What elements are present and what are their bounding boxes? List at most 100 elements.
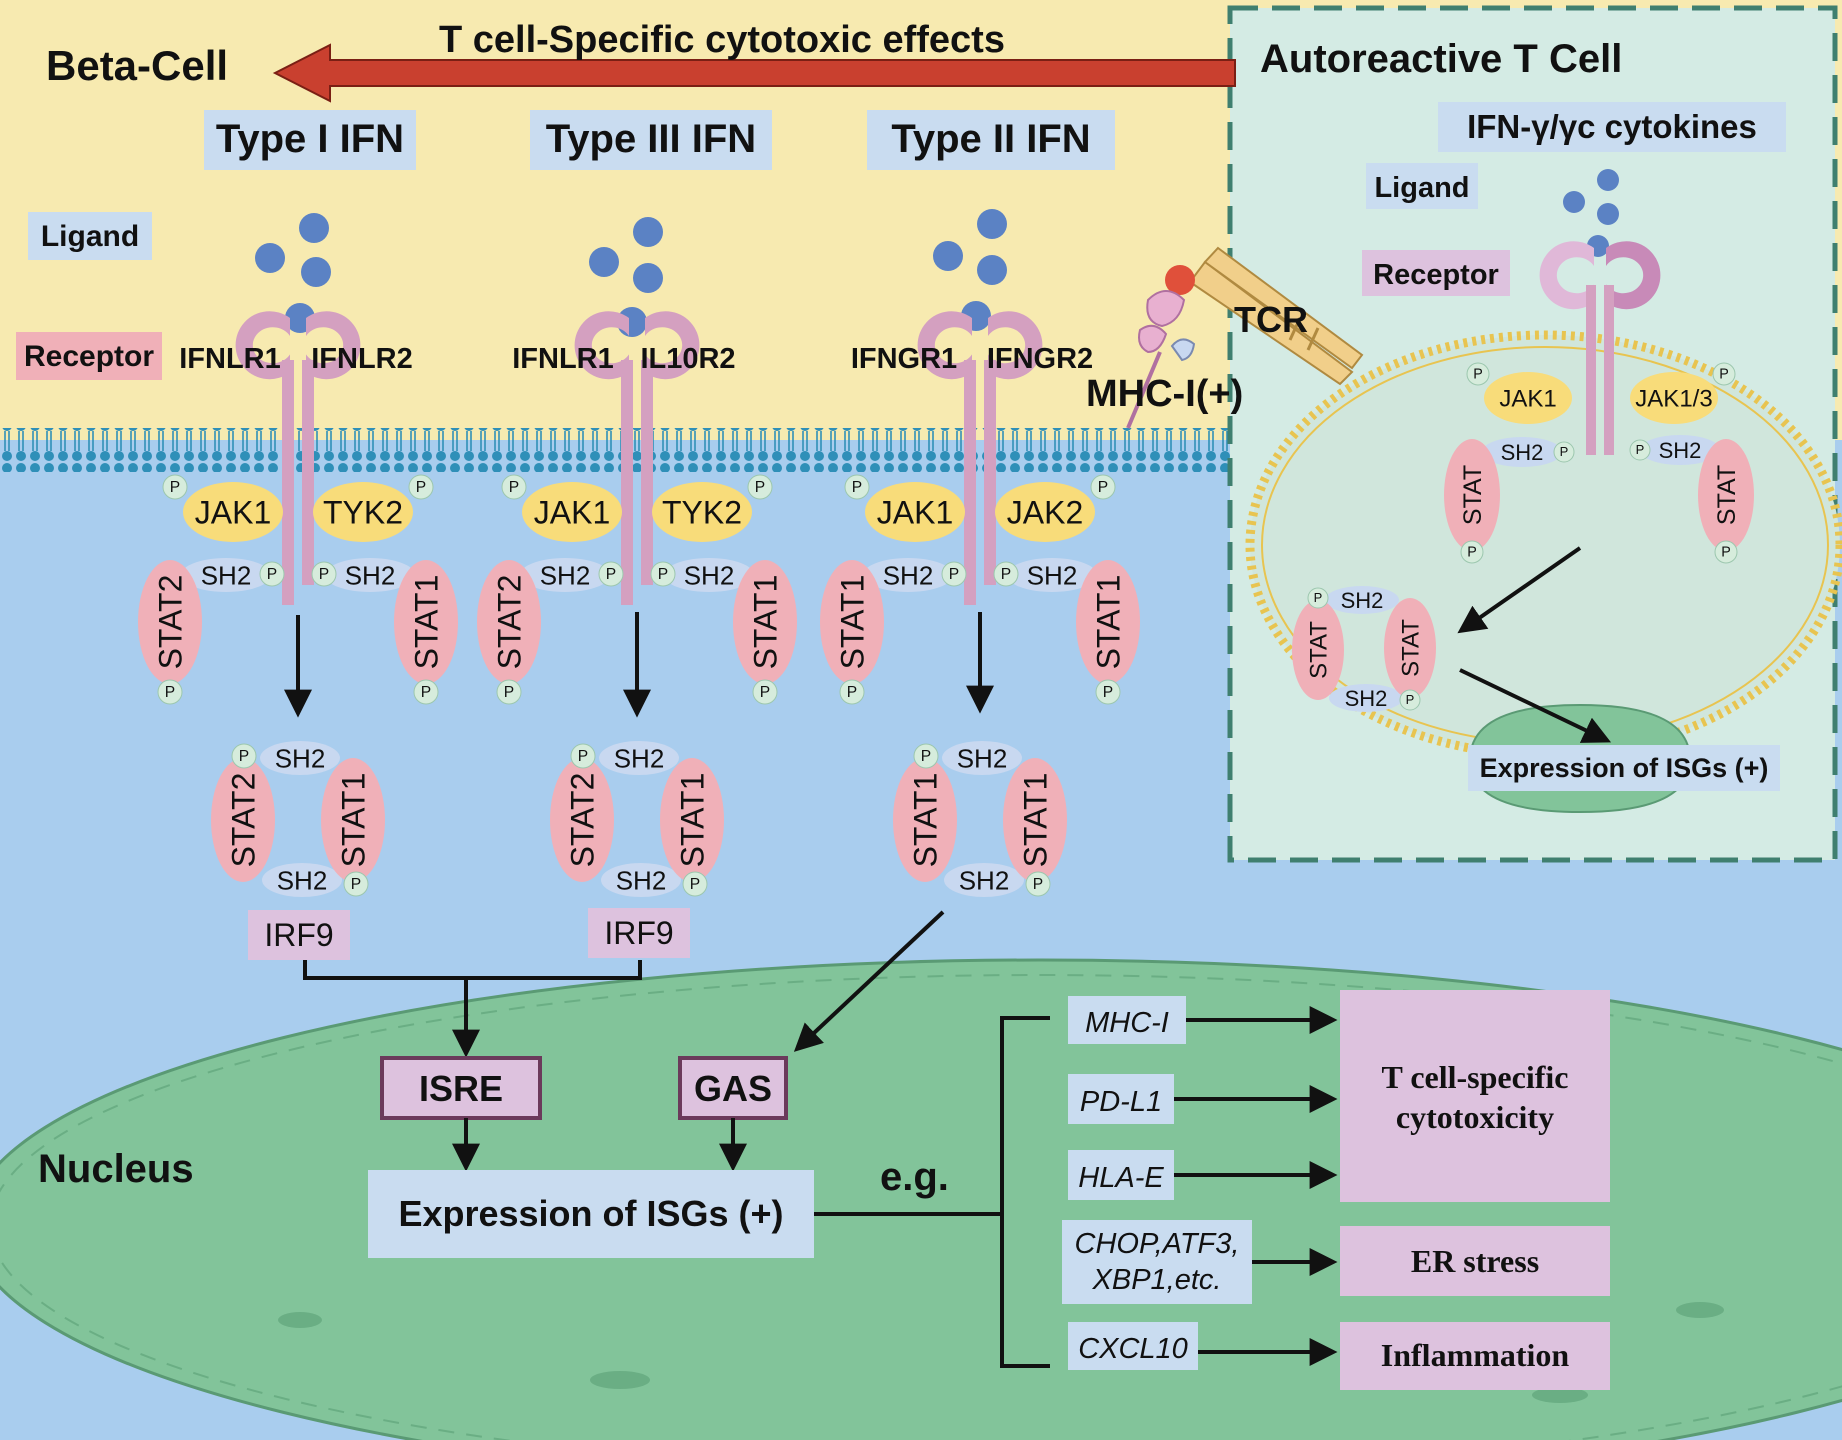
sh2-label: SH2 bbox=[1659, 438, 1702, 463]
tcell-ligand-label: Ligand bbox=[1374, 172, 1469, 204]
tcr-label: TCR bbox=[1234, 299, 1308, 340]
stat-label: STAT1 bbox=[1018, 773, 1054, 868]
sh2-domain bbox=[944, 863, 1024, 897]
phosphate-label: P bbox=[170, 479, 180, 496]
inflammation-label: Inflammation bbox=[1381, 1337, 1570, 1373]
jak-kinase bbox=[183, 482, 283, 542]
phosphate-icon bbox=[311, 561, 337, 587]
irf9-type1: IRF9 bbox=[264, 917, 333, 953]
phosphate-icon bbox=[343, 871, 369, 897]
sh2-label: SH2 bbox=[1027, 560, 1078, 590]
legend-receptor: Receptor bbox=[24, 340, 154, 373]
phosphate-icon bbox=[1553, 441, 1575, 463]
stat-label: STAT1 bbox=[1091, 575, 1127, 670]
sh2-domain bbox=[1329, 684, 1403, 712]
isre-box bbox=[380, 1056, 542, 1120]
phosphate-icon bbox=[752, 679, 778, 705]
phosphate-icon bbox=[1095, 679, 1121, 705]
receptor-head bbox=[988, 311, 1043, 380]
receptor-name-right: IFNGR2 bbox=[987, 343, 1093, 375]
stat-protein bbox=[893, 758, 957, 882]
phosphate-icon bbox=[993, 561, 1019, 587]
ligand-icon bbox=[1563, 191, 1585, 213]
isre-label: ISRE bbox=[419, 1068, 503, 1109]
phosphate-icon bbox=[913, 743, 939, 769]
stat-protein bbox=[660, 758, 724, 882]
phosphate-icon bbox=[501, 474, 527, 500]
phosphate-label: P bbox=[351, 876, 361, 893]
phosphate-label: P bbox=[1560, 444, 1569, 459]
sh2-domain bbox=[599, 741, 679, 775]
phosphate-label: P bbox=[847, 684, 857, 701]
expression-isgs-box bbox=[368, 1170, 814, 1258]
ligand-icon bbox=[977, 255, 1007, 285]
sh2-domain bbox=[1640, 435, 1720, 465]
sh2-domain bbox=[863, 558, 953, 592]
eg-label: e.g. bbox=[880, 1155, 949, 1199]
stat-label: STAT bbox=[1713, 465, 1741, 525]
stat-protein bbox=[321, 758, 385, 882]
sh2-label: SH2 bbox=[684, 560, 735, 590]
phosphate-label: P bbox=[319, 566, 329, 583]
sh2-domain bbox=[181, 558, 271, 592]
phosphate-label: P bbox=[1001, 566, 1011, 583]
receptor-name-left: IFNLR1 bbox=[512, 343, 614, 375]
stat-label: STAT1 bbox=[748, 575, 784, 670]
phosphate-icon bbox=[157, 679, 183, 705]
phosphate-label: P bbox=[658, 566, 668, 583]
phosphate-label: P bbox=[1314, 590, 1323, 605]
phosphate-label: P bbox=[509, 479, 519, 496]
stat-label: STAT bbox=[1459, 465, 1487, 525]
sh2-domain bbox=[1007, 558, 1097, 592]
stat-label: STAT2 bbox=[226, 773, 262, 868]
ligand-icon bbox=[633, 263, 663, 293]
jak-kinase bbox=[1630, 372, 1718, 424]
stat-label: STAT1 bbox=[835, 575, 871, 670]
jak-kinase bbox=[522, 482, 622, 542]
sh2-label: SH2 bbox=[616, 865, 667, 895]
stat-label: STAT bbox=[1306, 621, 1333, 679]
stat-label: STAT1 bbox=[336, 773, 372, 868]
phosphate-icon bbox=[1090, 474, 1116, 500]
sh2-label: SH2 bbox=[345, 560, 396, 590]
sh2-domain bbox=[325, 558, 415, 592]
sh2-domain bbox=[1482, 437, 1562, 467]
jak-kinase bbox=[1484, 372, 1572, 424]
beta-cell-title: Beta-Cell bbox=[46, 42, 228, 89]
jak-kinase bbox=[652, 482, 752, 542]
phosphate-icon bbox=[682, 871, 708, 897]
receptor-chain-left bbox=[964, 360, 976, 605]
phosphate-label: P bbox=[606, 566, 616, 583]
tcr-mhc-complex bbox=[1126, 246, 1364, 429]
stat-protein bbox=[1384, 598, 1436, 698]
phosphate-label: P bbox=[921, 748, 931, 765]
phosphate-label: P bbox=[1719, 367, 1729, 383]
sh2-label: SH2 bbox=[540, 560, 591, 590]
er-stress-label: ER stress bbox=[1411, 1243, 1539, 1279]
phosphate-icon bbox=[650, 561, 676, 587]
phosphate-label: P bbox=[239, 748, 249, 765]
ligand-icon bbox=[933, 241, 963, 271]
ligand-icon bbox=[977, 209, 1007, 239]
stat-label: STAT1 bbox=[409, 575, 445, 670]
phosphate-icon bbox=[844, 474, 870, 500]
phosphate-label: P bbox=[267, 566, 277, 583]
receptor-chain-right bbox=[641, 360, 653, 585]
phosphate-label: P bbox=[416, 479, 426, 496]
receptor-name-left: IFNLR1 bbox=[179, 343, 281, 375]
receptor-chain-left bbox=[621, 360, 633, 605]
phosphate-icon bbox=[408, 474, 434, 500]
phosphate-label: P bbox=[1636, 442, 1645, 457]
phosphate-label: P bbox=[421, 684, 431, 701]
phosphate-label: P bbox=[1103, 684, 1113, 701]
legend-ligand: Ligand bbox=[41, 220, 139, 253]
expression-isgs-label: Expression of ISGs (+) bbox=[398, 1193, 783, 1234]
ligand-icon bbox=[633, 217, 663, 247]
jak-kinase bbox=[865, 482, 965, 542]
phosphate-label: P bbox=[690, 876, 700, 893]
t-cell-title: Autoreactive T Cell bbox=[1260, 37, 1622, 81]
phosphate-label: P bbox=[1406, 692, 1415, 707]
phosphate-icon bbox=[1307, 587, 1329, 609]
phosphate-label: P bbox=[165, 684, 175, 701]
tcell-expression-label: Expression of ISGs (+) bbox=[1480, 753, 1769, 783]
